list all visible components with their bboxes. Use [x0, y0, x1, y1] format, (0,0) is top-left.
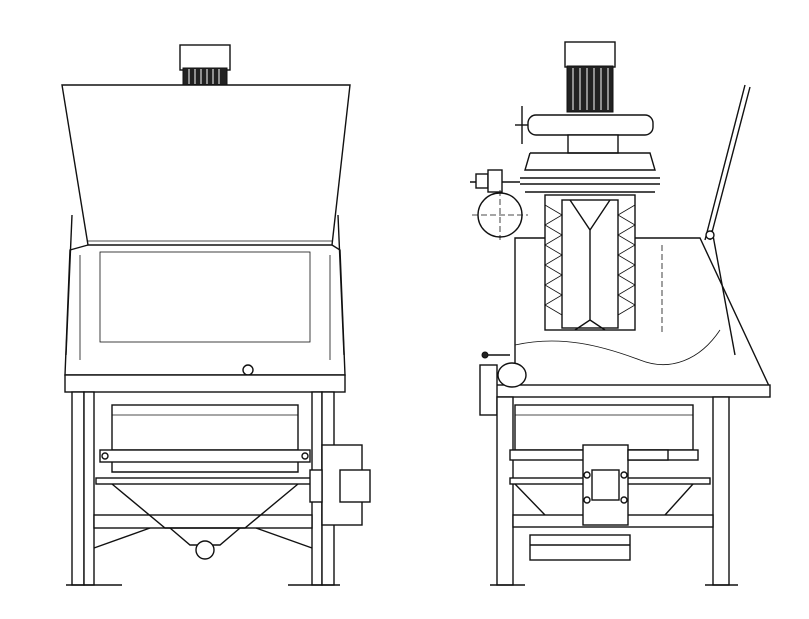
front-view: [61, 44, 371, 586]
motor: [564, 41, 616, 113]
clamp-rings: [470, 152, 660, 193]
gas-struts: [65, 214, 345, 356]
filter-column: [544, 194, 636, 331]
side-view: [470, 41, 771, 586]
lid: [704, 84, 751, 356]
frame: [490, 396, 738, 586]
hood: [61, 84, 351, 246]
outlet-valve: [479, 351, 527, 416]
inlet-pipe: [515, 106, 654, 154]
body: [64, 244, 346, 393]
gearbox: [582, 444, 669, 526]
valve-disc: [472, 190, 528, 240]
sieve-drum: [95, 404, 315, 560]
vibration-motor: [309, 444, 371, 526]
motor: [179, 44, 231, 86]
